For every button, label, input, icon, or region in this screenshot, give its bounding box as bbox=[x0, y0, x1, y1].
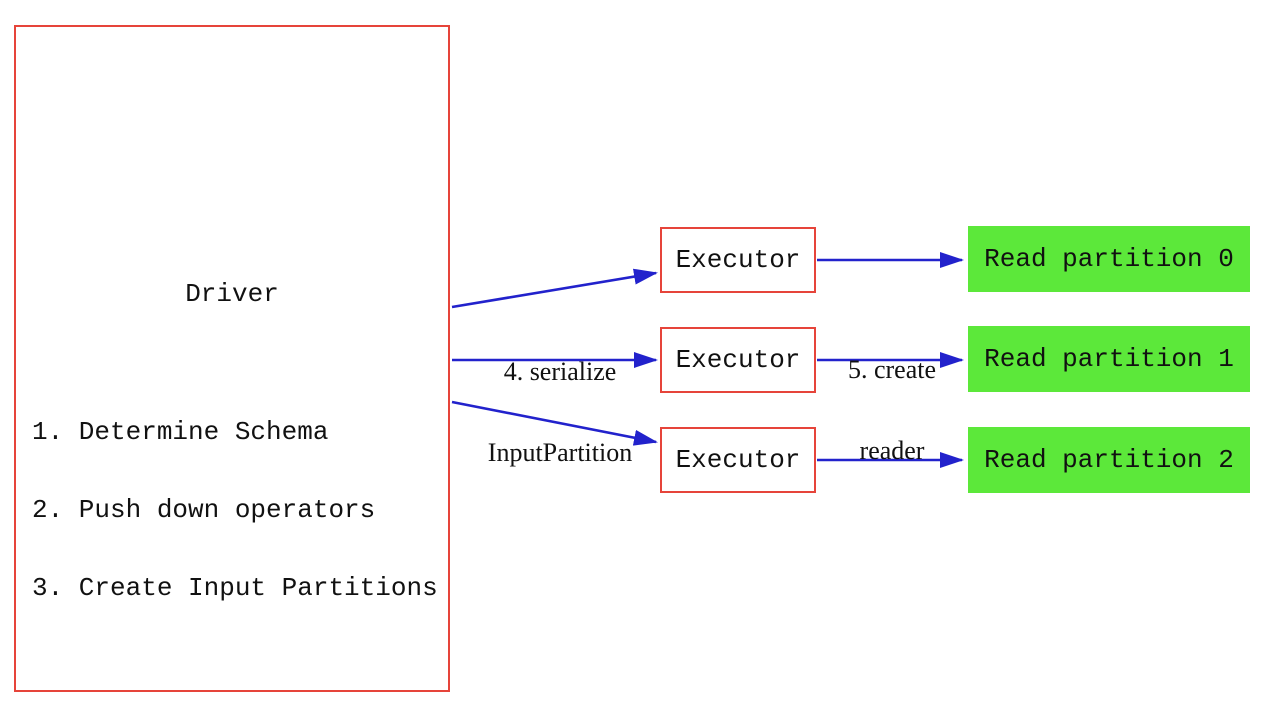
executor-0-label: Executor bbox=[675, 245, 801, 275]
read-partition-box-2: Read partition 2 bbox=[968, 427, 1250, 493]
edge-label-serialize-line1: 4. serialize bbox=[503, 357, 617, 386]
executor-box-1: Executor bbox=[660, 327, 816, 393]
executor-1-label: Executor bbox=[675, 345, 801, 375]
read-partition-box-1: Read partition 1 bbox=[968, 326, 1250, 392]
read-partition-2-label: Read partition 2 bbox=[984, 445, 1234, 475]
edge-label-create-reader: 5. create reader bbox=[782, 302, 1002, 518]
driver-box: Driver 1. Determine Schema 2. Push down … bbox=[14, 25, 450, 692]
driver-step-3: 3. Create Input Partitions bbox=[32, 573, 438, 603]
executor-box-0: Executor bbox=[660, 227, 816, 293]
arrow-driver-to-executor-2 bbox=[451, 400, 658, 446]
driver-title: Driver bbox=[185, 279, 279, 309]
edge-label-create-reader-line1: 5. create bbox=[847, 355, 937, 384]
executor-2-label: Executor bbox=[675, 445, 801, 475]
read-partition-1-label: Read partition 1 bbox=[984, 344, 1234, 374]
read-partition-0-label: Read partition 0 bbox=[984, 244, 1234, 274]
driver-step-2: 2. Push down operators bbox=[32, 495, 376, 525]
driver-step-1: 1. Determine Schema bbox=[32, 417, 329, 447]
edge-label-serialize-line2: InputPartition bbox=[487, 438, 633, 467]
arrow-driver-to-executor-0 bbox=[451, 268, 658, 309]
executor-box-2: Executor bbox=[660, 427, 816, 493]
edge-label-create-reader-line2: reader bbox=[859, 436, 925, 465]
edge-label-serialize-inputpartition: 4. serialize InputPartition bbox=[450, 304, 670, 520]
driver-steps-list: 1. Determine Schema 2. Push down operato… bbox=[32, 367, 438, 653]
read-partition-box-0: Read partition 0 bbox=[968, 226, 1250, 292]
